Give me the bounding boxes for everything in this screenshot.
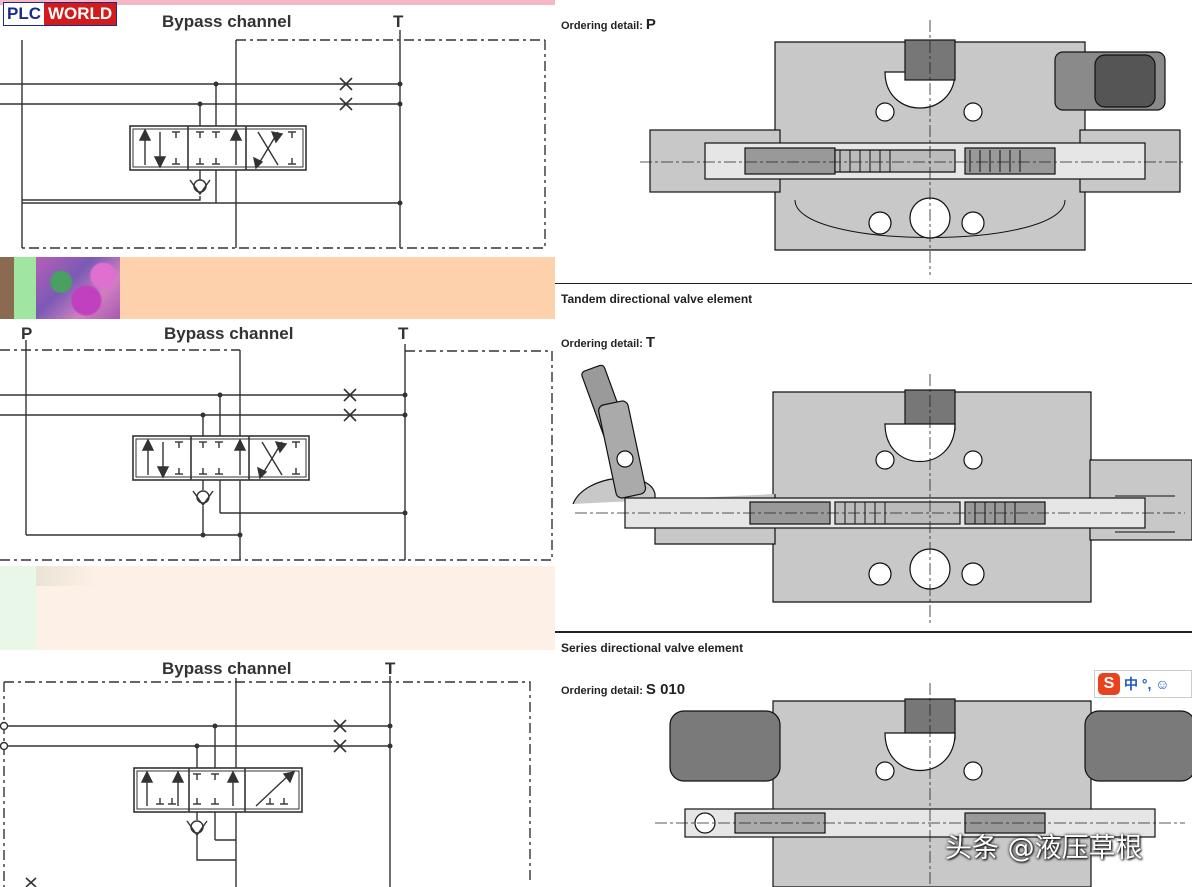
- schematic-1-drawing: [0, 30, 546, 249]
- logo-part-1: PLC: [4, 3, 44, 25]
- top-strip: [0, 0, 555, 5]
- ordering-detail: Ordering detail:T: [561, 334, 655, 351]
- ordering-label: Ordering detail:: [561, 338, 643, 350]
- schematic-2-drawing: [0, 340, 553, 561]
- port-t-label: T: [398, 324, 409, 343]
- schematic-3: Bypass channel T: [0, 650, 555, 887]
- noise-texture: [36, 257, 120, 319]
- ime-toolbar[interactable]: S 中 °, ☺: [1094, 670, 1192, 698]
- artifact-band-1: [0, 257, 555, 319]
- bypass-channel-label: Bypass channel: [164, 324, 294, 343]
- watermark-text: 头条 @液压草根: [945, 833, 1143, 864]
- bypass-channel-label: Bypass channel: [162, 659, 292, 678]
- ordering-label: Ordering detail:: [561, 20, 643, 32]
- noise-texture: [36, 566, 96, 586]
- port-p-label: P: [21, 324, 33, 343]
- port-t-label: T: [393, 12, 404, 31]
- logo-part-2: WORLD: [44, 3, 117, 25]
- schematic-2: P Bypass channel T: [0, 320, 555, 565]
- schematic-3-drawing: [0, 676, 531, 887]
- ordering-detail: Ordering detail:S 010: [561, 681, 685, 698]
- valve-section-drawing: [655, 683, 1192, 887]
- schematic-1: Bypass channel T: [0, 0, 555, 255]
- section-view-p: Ordering detail:P: [555, 0, 1192, 284]
- section-title: Tandem directional valve element: [561, 292, 753, 306]
- noise-block: [0, 566, 36, 650]
- ordering-code: T: [645, 334, 656, 351]
- valve-section-drawing: [640, 20, 1185, 275]
- ordering-detail: Ordering detail:P: [561, 16, 656, 33]
- ordering-label: Ordering detail:: [561, 685, 643, 697]
- artifact-band-2: [0, 566, 555, 650]
- section-divider: [555, 631, 1192, 633]
- ordering-code: P: [645, 16, 656, 33]
- ordering-code: S 010: [645, 681, 686, 698]
- bypass-channel-label: Bypass channel: [162, 12, 292, 31]
- valve-section-drawing: [572, 364, 1192, 624]
- noise-block: [0, 257, 36, 319]
- section-view-series: Series directional valve element Orderin…: [555, 633, 1192, 887]
- port-t-label: T: [385, 659, 396, 678]
- ime-toolbar-text[interactable]: 中 °, ☺: [1124, 676, 1170, 692]
- sogou-icon[interactable]: S: [1098, 673, 1120, 695]
- section-view-tandem: Tandem directional valve element Orderin…: [555, 284, 1192, 633]
- section-title: Series directional valve element: [561, 641, 744, 655]
- plcworld-logo: PLC WORLD: [3, 2, 118, 26]
